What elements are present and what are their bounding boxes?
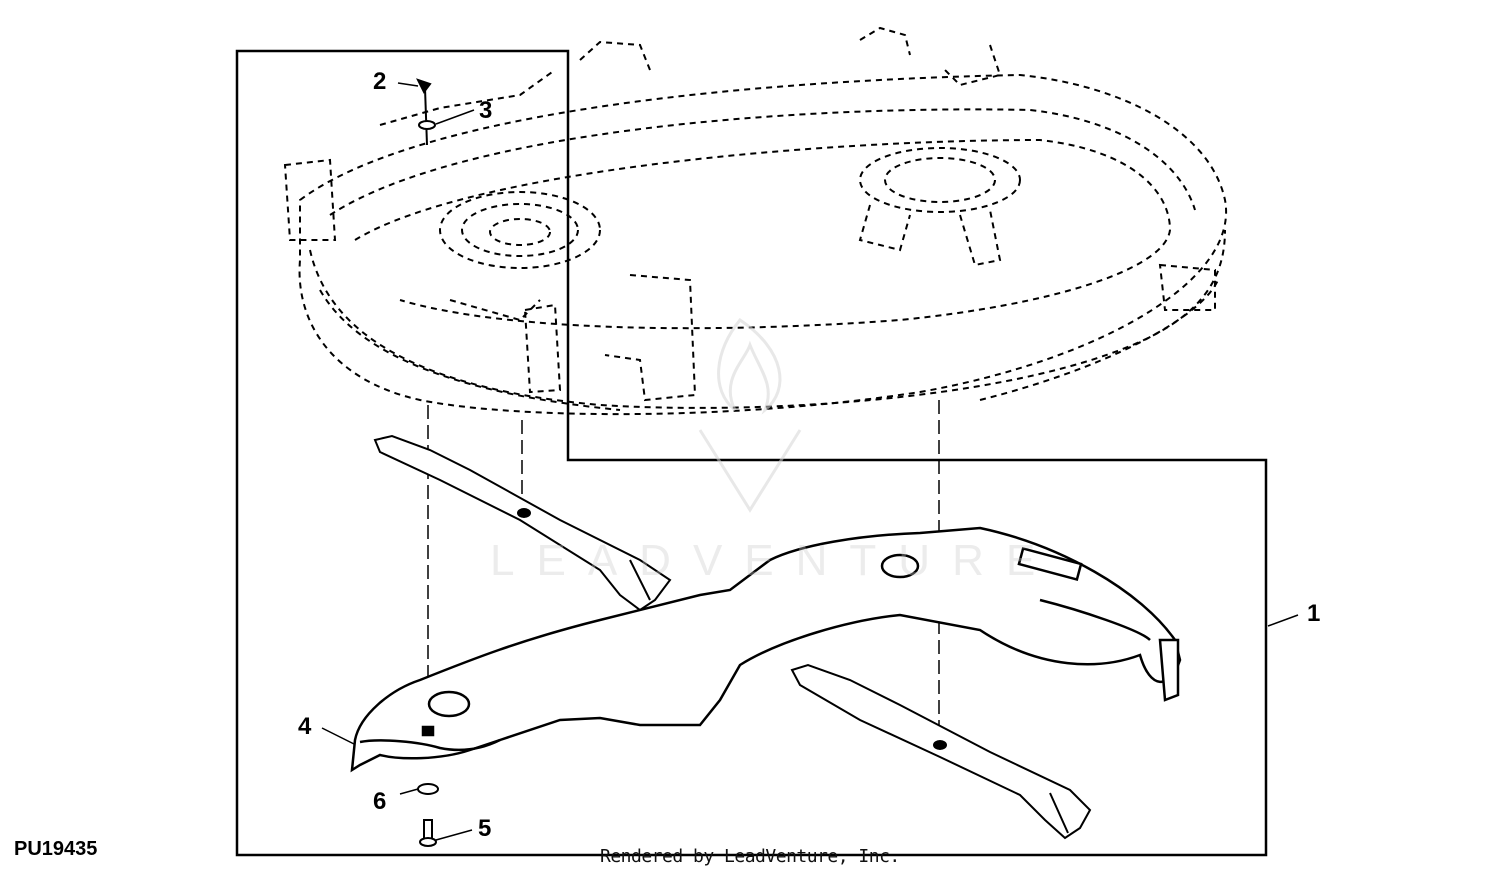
credit-text: Rendered by LeadVenture, Inc.	[600, 846, 900, 867]
leader-lines	[321, 82, 1299, 841]
mower-blade-right	[790, 663, 1092, 840]
callout-2: 2	[373, 68, 387, 95]
blade-baffle	[350, 526, 1182, 773]
callout-3: 3	[479, 97, 493, 124]
watermark-logo	[698, 318, 802, 513]
callout-4: 4	[298, 713, 312, 740]
callout-6: 6	[373, 788, 387, 815]
hardware	[416, 78, 439, 847]
callout-1: 1	[1307, 600, 1321, 627]
figure-id: PU19435	[14, 838, 98, 860]
callout-5: 5	[478, 815, 492, 842]
mower-deck-phantom	[283, 26, 1228, 416]
watermark-text: LEADVENTURE	[490, 536, 1058, 585]
group-frame	[235, 49, 1268, 857]
mower-blade-left	[373, 434, 672, 612]
